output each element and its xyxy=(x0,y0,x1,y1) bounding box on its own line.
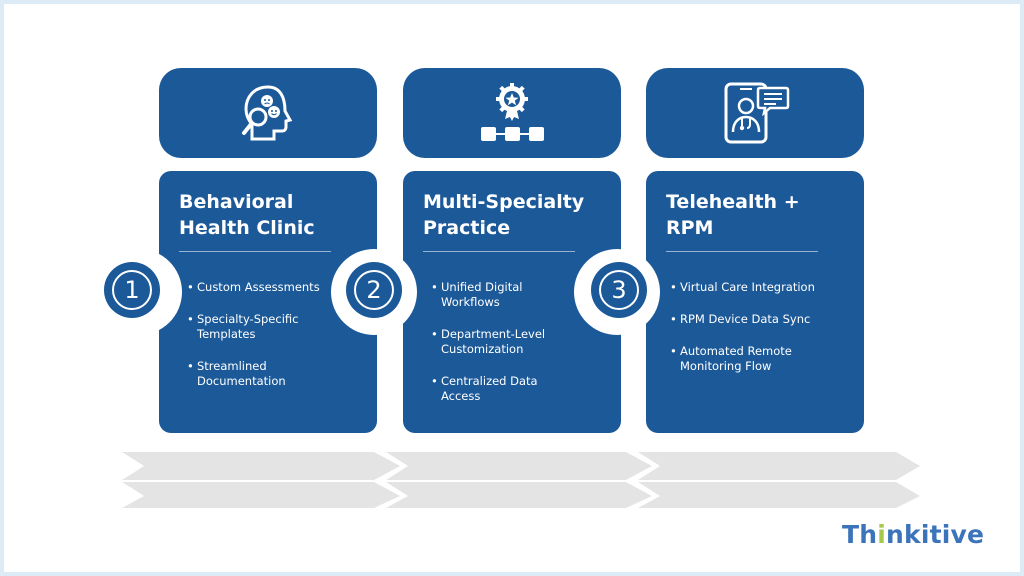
arrow-top-2 xyxy=(386,452,652,480)
card-title: Multi-Specialty Practice xyxy=(423,191,585,239)
list-item: Unified Digital Workflows xyxy=(431,280,571,310)
icon-box-2 xyxy=(403,68,621,158)
divider xyxy=(423,251,575,252)
list-item: Centralized Data Access xyxy=(431,374,571,404)
step-number-2: 2 xyxy=(354,270,394,310)
list-item: Specialty-Specific Templates xyxy=(187,312,357,342)
list-item: Streamlined Documentation xyxy=(187,359,357,389)
icon-box-3 xyxy=(646,68,864,158)
card-title: Telehealth + RPM xyxy=(666,191,800,239)
icon-box-1 xyxy=(159,68,377,158)
list-item: Department-Level Customization xyxy=(431,327,571,357)
arrow-bottom-2 xyxy=(386,482,652,508)
divider xyxy=(666,251,818,252)
arrow-bottom-1 xyxy=(122,482,400,508)
divider xyxy=(179,251,331,252)
arrow-bottom-3 xyxy=(638,482,920,508)
card-title: Behavioral Health Clinic xyxy=(179,191,315,239)
list-item: Automated Remote Monitoring Flow xyxy=(670,344,820,374)
arrow-row-top xyxy=(122,452,920,480)
bullet-list: Unified Digital Workflows Department-Lev… xyxy=(431,280,571,404)
card-telehealth-rpm: Telehealth + RPM Virtual Care Integratio… xyxy=(646,171,864,433)
list-item: Custom Assessments xyxy=(187,280,357,295)
thinkitive-logo: Thinkitive xyxy=(842,520,984,549)
telehealth-doctor-icon xyxy=(724,82,790,144)
bullet-list: Virtual Care Integration RPM Device Data… xyxy=(670,280,820,374)
logo-text-end: nkitive xyxy=(886,520,985,549)
arrow-row-bottom xyxy=(122,482,920,508)
step-number-1: 1 xyxy=(112,270,152,310)
step-number-3: 3 xyxy=(599,270,639,310)
logo-text-accent: i xyxy=(877,520,887,549)
arrow-top-3 xyxy=(638,452,920,480)
mental-health-icon xyxy=(242,85,293,141)
list-item: Virtual Care Integration xyxy=(670,280,820,295)
arrow-top-1 xyxy=(122,452,400,480)
bullet-list: Custom Assessments Specialty-Specific Te… xyxy=(187,280,357,389)
list-item: RPM Device Data Sync xyxy=(670,312,820,327)
workflow-badge-icon xyxy=(481,83,544,141)
logo-text-start: Th xyxy=(842,520,878,549)
